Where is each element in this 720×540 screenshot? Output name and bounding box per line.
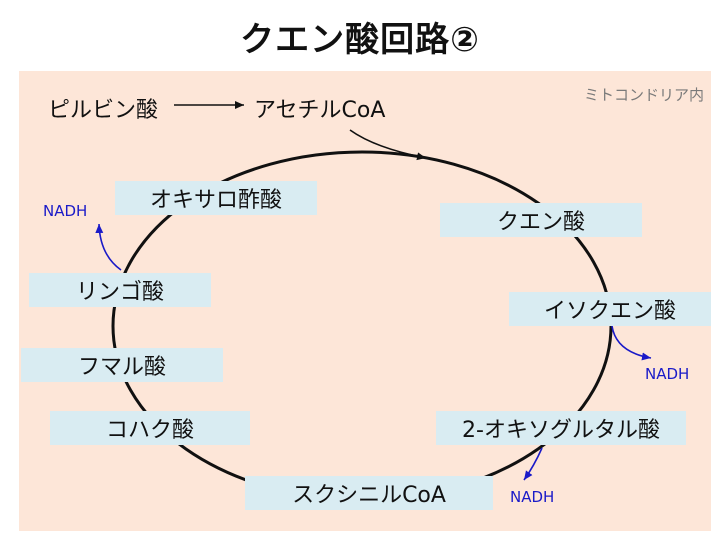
succinyl-coa-box: スクシニルCoA	[245, 476, 493, 510]
nadh-arrow-isocitric	[611, 325, 652, 361]
ketoglutarate-box: 2-オキソグルタル酸	[436, 411, 686, 445]
oxaloacetic-box: オキサロ酢酸	[115, 181, 317, 215]
page-title: クエン酸回路②	[240, 20, 480, 60]
citric-box: クエン酸	[440, 203, 642, 237]
malic-box: リンゴ酸	[29, 273, 211, 307]
nadh-arrow-ketoglutarate	[523, 447, 543, 481]
nadh-label-ketoglutarate: NADH	[510, 488, 555, 506]
isocitric-box: イソクエン酸	[509, 292, 711, 326]
succinic-box: コハク酸	[50, 411, 250, 445]
nadh-label-isocitric: NADH	[645, 365, 690, 383]
pyruvate-label: ピルビン酸	[48, 98, 159, 123]
acetyl-coa-label: アセチルCoA	[254, 98, 386, 123]
region-label: ミトコンドリア内	[583, 86, 704, 104]
fumaric-box: フマル酸	[21, 348, 223, 382]
nadh-arrow-malic	[95, 223, 122, 271]
nadh-label-malic: NADH	[43, 202, 88, 220]
